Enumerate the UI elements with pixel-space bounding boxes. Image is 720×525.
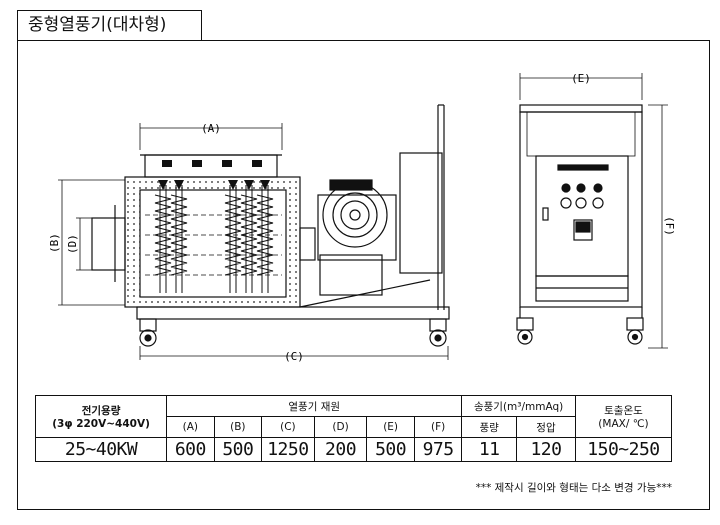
- dim-value: 500: [213, 437, 263, 462]
- panel-switches: [542, 183, 604, 241]
- drawing-frame: [17, 40, 710, 510]
- dim-label-a: (A): [201, 122, 221, 135]
- control-cabinet: [399, 152, 443, 274]
- power-header-cell: 전기용량 (3φ 220V~440V): [34, 395, 168, 438]
- dim-label-b: (B): [48, 233, 61, 253]
- fan-value: 120: [516, 437, 576, 462]
- footnote: *** 제작시 길이와 형태는 다소 변경 가능***: [475, 482, 672, 494]
- inner-dashes: [145, 214, 282, 276]
- front-cabinet: [519, 111, 643, 308]
- side-dimensions: [58, 123, 449, 360]
- power-label: 전기용량: [81, 405, 121, 417]
- dim-header: (B): [213, 416, 263, 438]
- temp-sub: (MAX/ ℃): [598, 418, 649, 430]
- fan-group-header: 송풍기(m³/mmAq): [461, 395, 576, 417]
- temp-value: 150~250: [574, 437, 673, 462]
- dim-header: (F): [413, 416, 463, 438]
- spec-table: 전기용량 (3φ 220V~440V) 열풍기 재원 송풍기(m³/mmAq) …: [34, 395, 673, 462]
- dim-header: (D): [313, 416, 368, 438]
- dim-header: (E): [366, 416, 415, 438]
- dim-label-f: (F): [663, 216, 676, 236]
- fan-header: 정압: [516, 416, 576, 438]
- control-panel: [535, 155, 629, 277]
- blower-top: [329, 179, 373, 191]
- front-dimensions: [519, 73, 668, 349]
- dim-label-d: (D): [66, 234, 79, 254]
- outlet-duct: [299, 227, 316, 261]
- dim-value: 975: [413, 437, 463, 462]
- side-view: [58, 104, 450, 360]
- dim-value: 1250: [261, 437, 315, 462]
- dim-value: 600: [166, 437, 215, 462]
- element-caps: [158, 180, 270, 190]
- page-title: 중형열풍기(대차형): [17, 10, 202, 40]
- blower-housing: [317, 194, 397, 261]
- temp-header-cell: 토출온도 (MAX/ ℃): [574, 395, 673, 438]
- heater-chamber: [139, 189, 287, 298]
- dim-label-c: (C): [284, 350, 304, 363]
- temp-label: 토출온도: [604, 405, 643, 417]
- dim-value: 200: [313, 437, 368, 462]
- dims-group-header: 열풍기 재원: [166, 395, 463, 417]
- chassis: [136, 306, 450, 320]
- front-view: [516, 73, 668, 349]
- fan-header: 풍량: [461, 416, 518, 438]
- dim-label-e: (E): [571, 72, 591, 85]
- power-value: 25~40KW: [34, 437, 168, 462]
- power-sub: (3φ 220V~440V): [52, 418, 150, 430]
- side-wheels: [139, 318, 447, 347]
- fan-value: 11: [461, 437, 518, 462]
- dim-value: 500: [366, 437, 415, 462]
- vent-slots: [162, 160, 262, 167]
- dim-header: (C): [261, 416, 315, 438]
- blower-base: [319, 254, 383, 296]
- dim-header: (A): [166, 416, 215, 438]
- inlet-duct: [91, 217, 126, 271]
